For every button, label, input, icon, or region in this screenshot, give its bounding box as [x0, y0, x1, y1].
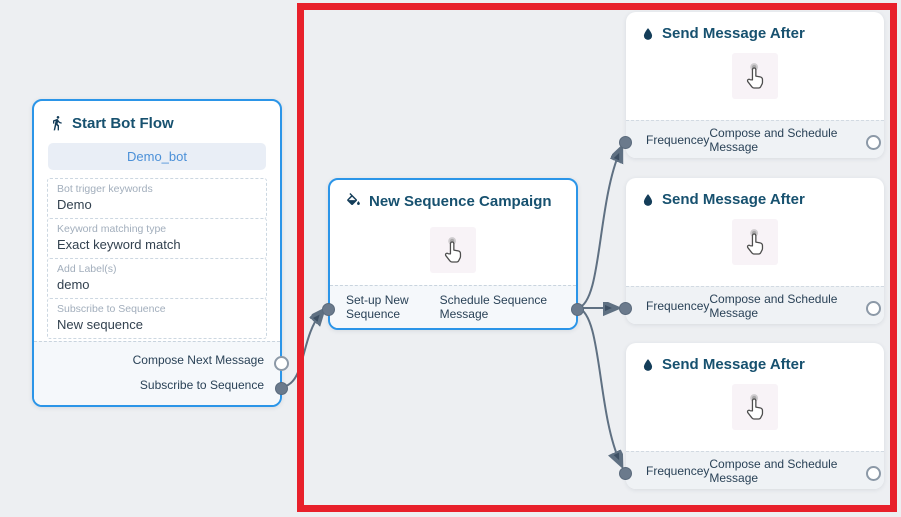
card-footer: Frequencey Compose and Schedule Message — [626, 286, 884, 324]
campaign-header: New Sequence Campaign — [330, 180, 576, 219]
campaign-footer: Set-up New Sequence Schedule Sequence Me… — [330, 285, 576, 328]
water-droplet-icon — [643, 27, 653, 40]
edge-campaign-to-card1 — [577, 151, 620, 309]
field-add-labels[interactable]: Add Label(s) demo — [47, 258, 267, 299]
port-compose-next-message[interactable] — [274, 356, 289, 371]
node-title: Send Message After — [662, 25, 805, 42]
field-value: New sequence — [57, 317, 143, 332]
setup-new-sequence-label[interactable]: Set-up New Sequence — [346, 293, 409, 321]
send-message-after-node-2[interactable]: Send Message After Frequencey Compose an… — [619, 178, 884, 324]
edge-subscribe-to-campaign — [281, 313, 321, 388]
bot-name-button[interactable]: Demo_bot — [48, 143, 266, 170]
card-body — [626, 384, 884, 430]
click-hand-icon[interactable] — [732, 53, 778, 99]
compose-schedule-label[interactable]: Compose and Schedule Message — [709, 125, 838, 154]
bot-fields: Bot trigger keywords Demo Keyword matchi… — [47, 178, 267, 339]
card-footer: Frequencey Compose and Schedule Message — [626, 120, 884, 158]
card-footer: Frequencey Compose and Schedule Message — [626, 451, 884, 489]
field-value: Exact keyword match — [57, 237, 181, 252]
port-frequencey[interactable] — [619, 302, 632, 315]
compose-schedule-label[interactable]: Compose and Schedule Message — [709, 291, 838, 320]
walking-person-icon — [53, 116, 62, 131]
field-label: Bot trigger keywords — [57, 183, 153, 195]
water-droplet-icon — [643, 193, 653, 206]
field-label: Add Label(s) — [57, 263, 117, 275]
node-title: Send Message After — [662, 191, 805, 208]
click-hand-icon[interactable] — [732, 219, 778, 265]
node-title: Start Bot Flow — [72, 114, 174, 132]
port-subscribe-to-sequence[interactable] — [275, 382, 288, 395]
card-body — [626, 53, 884, 99]
send-message-after-node-1[interactable]: Send Message After Frequencey Compose an… — [619, 12, 884, 158]
field-keyword-matching-type[interactable]: Keyword matching type Exact keyword matc… — [47, 218, 267, 259]
frequencey-label[interactable]: Frequencey — [646, 463, 710, 478]
output-subscribe-to-sequence: Subscribe to Sequence — [139, 378, 264, 392]
field-subscribe-to-sequence[interactable]: Subscribe to Sequence New sequence — [47, 298, 267, 339]
node-title: Send Message After — [662, 356, 805, 373]
card-body — [626, 219, 884, 265]
field-bot-trigger-keywords[interactable]: Bot trigger keywords Demo — [47, 178, 267, 219]
port-frequencey[interactable] — [619, 467, 632, 480]
schedule-sequence-message-label[interactable]: Schedule Sequence Message — [439, 293, 548, 321]
start-bot-flow-header: Start Bot Flow — [34, 101, 280, 141]
start-bot-flow-node[interactable]: Start Bot Flow Demo_bot Bot trigger keyw… — [32, 99, 289, 407]
paint-bucket-icon — [347, 193, 360, 206]
water-droplet-icon — [643, 358, 653, 371]
port-compose-schedule-message[interactable] — [866, 301, 881, 316]
port-setup-new-sequence[interactable] — [322, 303, 335, 316]
field-label: Keyword matching type — [57, 223, 167, 235]
click-hand-icon[interactable] — [430, 227, 476, 273]
field-value: demo — [57, 277, 90, 292]
send-message-header: Send Message After — [626, 178, 884, 217]
send-message-after-node-3[interactable]: Send Message After Frequencey Compose an… — [619, 343, 884, 489]
compose-schedule-label[interactable]: Compose and Schedule Message — [709, 456, 838, 485]
new-sequence-campaign-node[interactable]: New Sequence Campaign Set-up New Sequenc… — [322, 178, 584, 330]
port-campaign-output[interactable] — [571, 303, 584, 316]
node-title: New Sequence Campaign — [369, 193, 552, 210]
edge-campaign-to-card3 — [577, 307, 620, 462]
frequencey-label[interactable]: Frequencey — [646, 298, 710, 313]
start-node-outputs: Compose Next Message Subscribe to Sequen… — [34, 341, 280, 405]
send-message-header: Send Message After — [626, 343, 884, 382]
output-compose-next-message: Compose Next Message — [132, 353, 264, 367]
frequencey-label[interactable]: Frequencey — [646, 132, 710, 147]
field-value: Demo — [57, 197, 92, 212]
campaign-body — [330, 227, 576, 273]
port-compose-schedule-message[interactable] — [866, 466, 881, 481]
field-label: Subscribe to Sequence — [57, 303, 166, 315]
port-compose-schedule-message[interactable] — [866, 135, 881, 150]
send-message-header: Send Message After — [626, 12, 884, 51]
click-hand-icon[interactable] — [732, 384, 778, 430]
port-frequencey[interactable] — [619, 136, 632, 149]
